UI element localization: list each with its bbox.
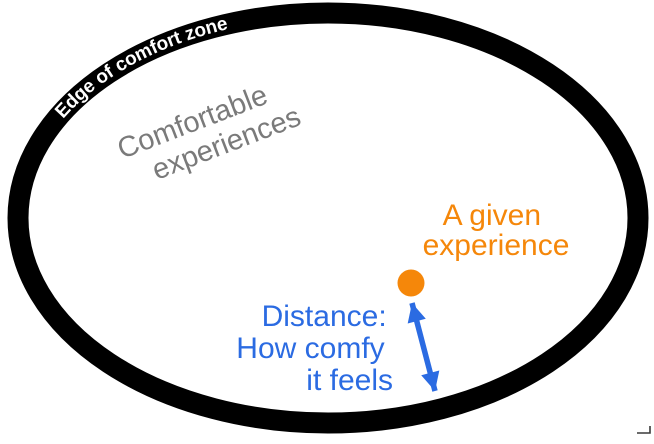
distance-arrow (407, 302, 440, 392)
distance-line1: Distance: (262, 300, 387, 333)
distance-line2: How comfy (236, 332, 384, 365)
comfort-zone-ellipse (7, 2, 649, 434)
resize-corner-mark (637, 426, 651, 434)
experience-dot (397, 269, 425, 297)
given-line1: A given (443, 199, 541, 232)
distance-line3: it feels (306, 364, 393, 397)
distance-label: Distance: How comfy it feels (236, 300, 395, 397)
given-line2: experience (423, 229, 570, 262)
a-given-experience-label: A given experience (423, 199, 570, 262)
